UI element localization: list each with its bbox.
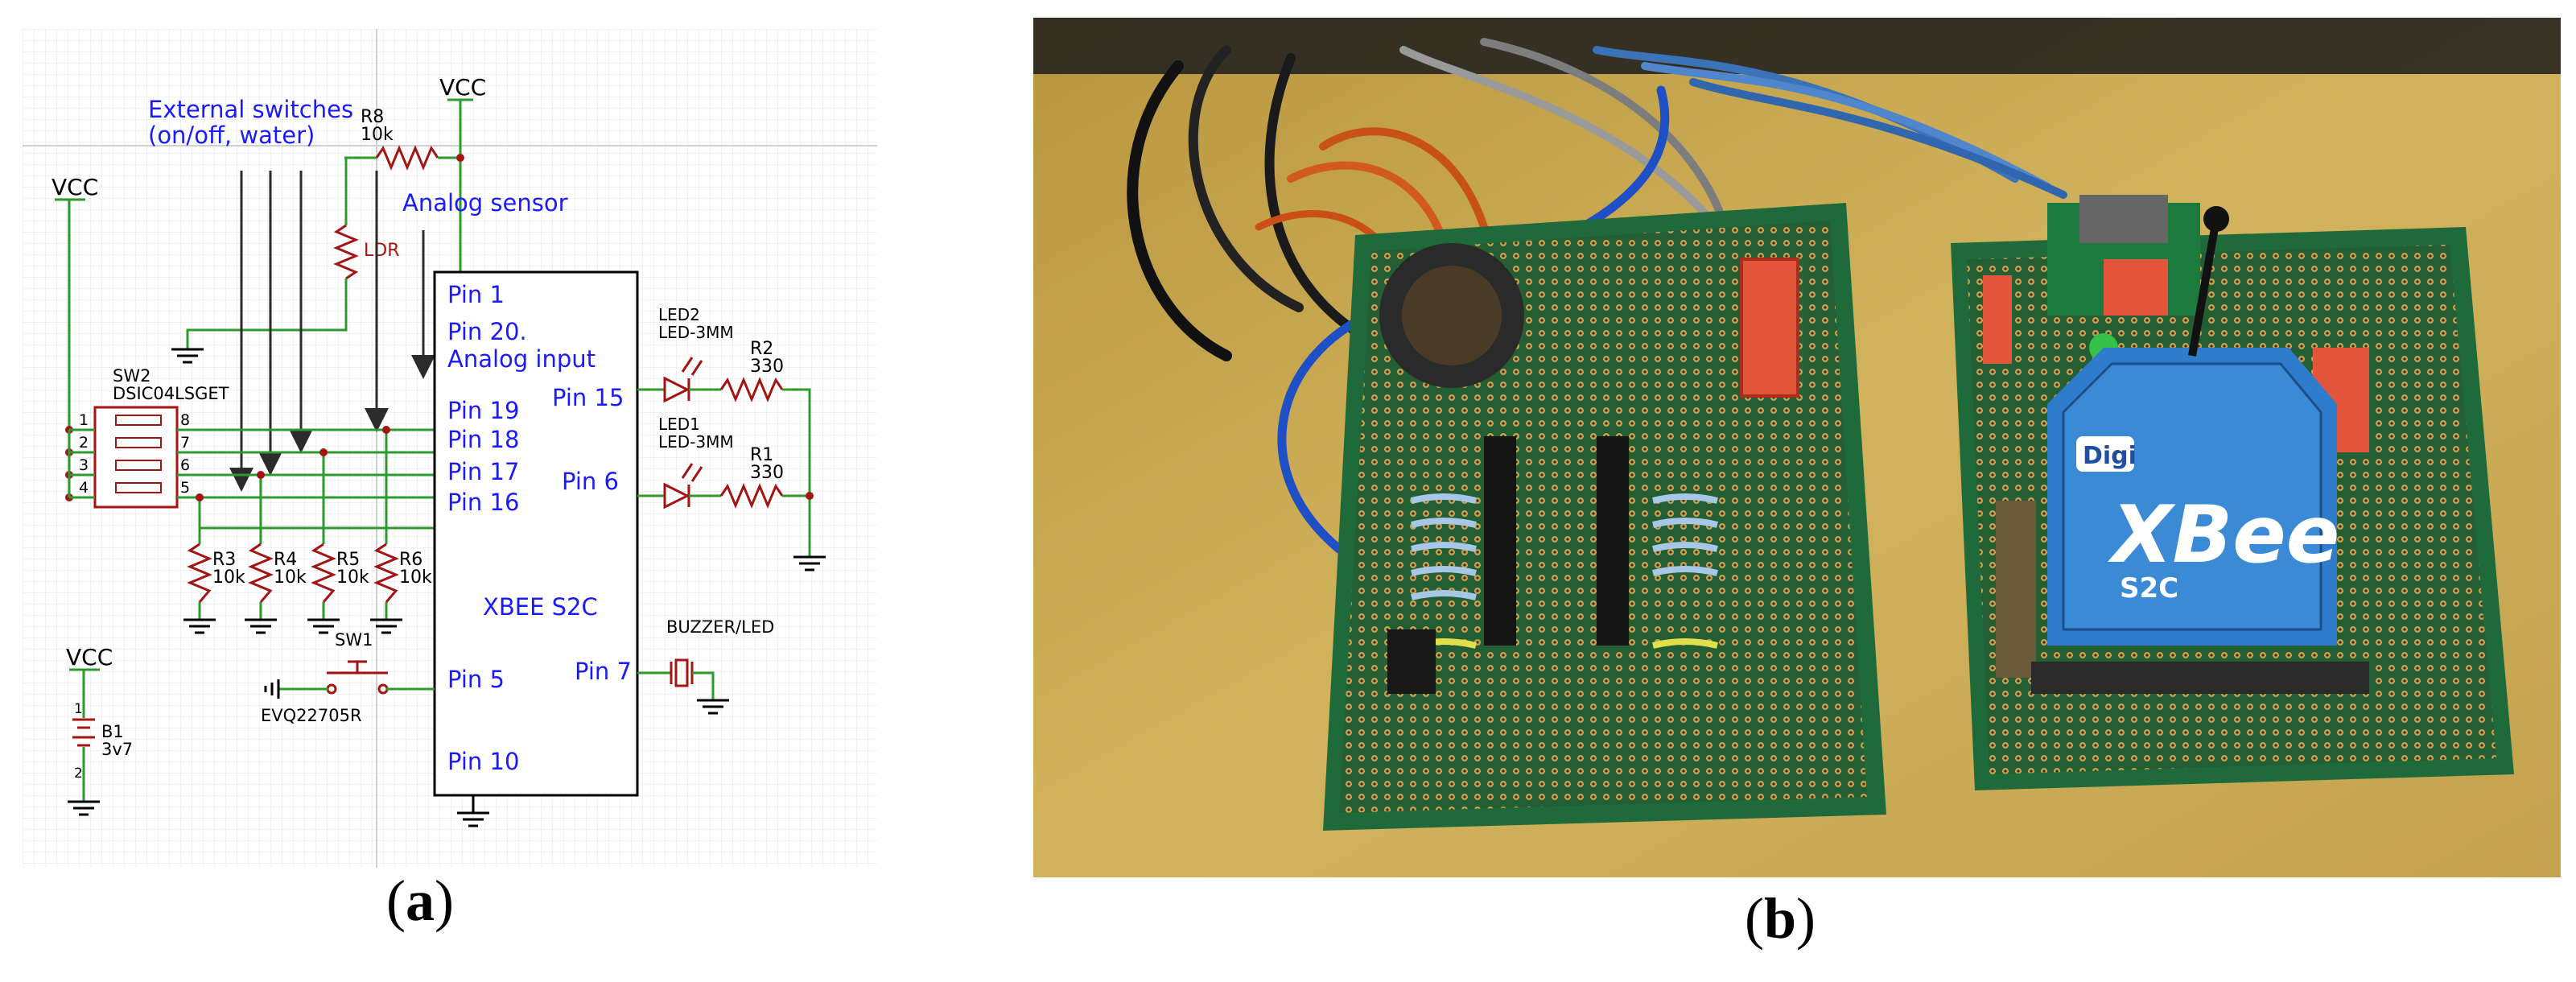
led1-part: LED-3MM <box>658 432 734 452</box>
r8-ref: R8 <box>361 107 384 127</box>
r3-ref: R3 <box>212 550 236 570</box>
xbee-pin-17: Pin 17 <box>447 458 519 485</box>
ldr-label: LDR <box>364 241 399 261</box>
led2-ref: LED2 <box>658 305 700 324</box>
sw1-pushbutton <box>326 660 389 695</box>
r3-value: 10k <box>212 567 245 588</box>
ground-symbol-xbee <box>457 795 489 827</box>
xbee-pin-6: Pin 6 <box>562 468 619 495</box>
xbee-pin-10: Pin 10 <box>447 748 519 775</box>
left-perfboard <box>1323 203 1886 831</box>
r5-value: 10k <box>336 567 369 588</box>
right-perfboard: Digi XBee S2C <box>1951 195 2514 790</box>
pulldown-resistors <box>187 543 399 603</box>
caption-a: (a) <box>386 868 454 935</box>
caption-b-close: ) <box>1796 886 1816 951</box>
xbee-pin-16: Pin 16 <box>447 489 519 516</box>
schematic-diagram: VCC External switches (on/off, water) R8… <box>23 29 877 868</box>
caption-a-open: ( <box>386 869 406 933</box>
caption-b-open: ( <box>1745 886 1764 951</box>
xbee-pin-19: Pin 19 <box>447 397 519 424</box>
sw2-pin-3: 3 <box>79 456 89 474</box>
ldr-resistor <box>333 224 359 280</box>
vcc-label-left: VCC <box>52 174 98 200</box>
sw2-pin-6: 6 <box>180 456 190 474</box>
led2-part: LED-3MM <box>658 323 734 342</box>
caption-b: (b) <box>1745 885 1816 952</box>
battery-pin-2: 2 <box>74 765 83 782</box>
sw2-part: DSIC04LSGET <box>113 384 229 403</box>
battery-ref: B1 <box>101 722 124 741</box>
ground-symbol-leds <box>793 555 826 571</box>
r1-ref: R1 <box>750 445 773 465</box>
sw2-pin-1: 1 <box>79 411 89 429</box>
sw2-pin-5: 5 <box>180 479 190 497</box>
xbee-pin-18: Pin 18 <box>447 426 519 453</box>
sw1-ref: SW1 <box>335 630 373 650</box>
caption-b-letter: b <box>1763 886 1797 951</box>
r2-resistor <box>719 377 784 402</box>
r6-value: 10k <box>399 567 432 588</box>
sw2-pin-8: 8 <box>180 411 190 429</box>
battery-symbol <box>72 718 95 747</box>
sw2-pin-7: 7 <box>180 434 190 452</box>
external-switches-label: External switches <box>148 96 353 123</box>
led1-ref: LED1 <box>658 415 700 434</box>
caption-a-close: ) <box>434 869 454 933</box>
r2-ref: R2 <box>750 339 773 359</box>
vcc-label-battery: VCC <box>66 644 113 670</box>
r4-ref: R4 <box>274 550 297 570</box>
r2-value: 330 <box>750 357 784 377</box>
sw1-part: EVQ22705R <box>261 706 362 725</box>
ground-symbol-buzzer <box>697 699 729 715</box>
xbee-analog-input: Analog input <box>447 345 596 373</box>
xbee-pin-5: Pin 5 <box>447 666 505 693</box>
caption-a-letter: a <box>405 869 435 933</box>
sw2-ref: SW2 <box>113 366 150 386</box>
analog-sensor-label: Analog sensor <box>402 189 568 217</box>
xbee-module-logo: XBee <box>2108 489 2339 581</box>
ground-symbols-pulldowns <box>183 618 402 634</box>
r8-value: 10k <box>361 125 394 145</box>
xbee-pin-20: Pin 20. <box>447 318 527 345</box>
battery-pin-1: 1 <box>74 701 83 717</box>
xbee-module-variant: S2C <box>2120 572 2178 604</box>
r1-value: 330 <box>750 463 784 483</box>
xbee-brand-logo: Digi <box>2083 442 2137 470</box>
sw2-pin-4: 4 <box>79 479 89 497</box>
r4-value: 10k <box>274 567 307 588</box>
sw2-dip-switch <box>93 406 179 509</box>
ground-symbol-ldr <box>171 348 204 364</box>
buzzer-label: BUZZER/LED <box>666 617 774 637</box>
sw2-pin-2: 2 <box>79 434 89 452</box>
prototype-photo: Digi XBee S2C <box>1033 18 2561 877</box>
ground-symbol-battery <box>68 800 100 816</box>
r5-ref: R5 <box>336 550 360 570</box>
xbee-module-box <box>433 270 639 797</box>
r6-ref: R6 <box>399 550 422 570</box>
xbee-pin-7: Pin 7 <box>575 658 632 685</box>
battery-value: 3v7 <box>101 740 133 759</box>
r1-resistor <box>719 483 784 509</box>
external-switches-sublabel: (on/off, water) <box>148 122 315 149</box>
vcc-label-top: VCC <box>439 74 486 101</box>
ground-symbol-sw1 <box>264 679 280 699</box>
xbee-pin-15: Pin 15 <box>552 384 624 411</box>
r8-resistor <box>375 145 439 171</box>
xbee-pin-1: Pin 1 <box>447 281 505 308</box>
xbee-name: XBEE S2C <box>483 593 598 621</box>
